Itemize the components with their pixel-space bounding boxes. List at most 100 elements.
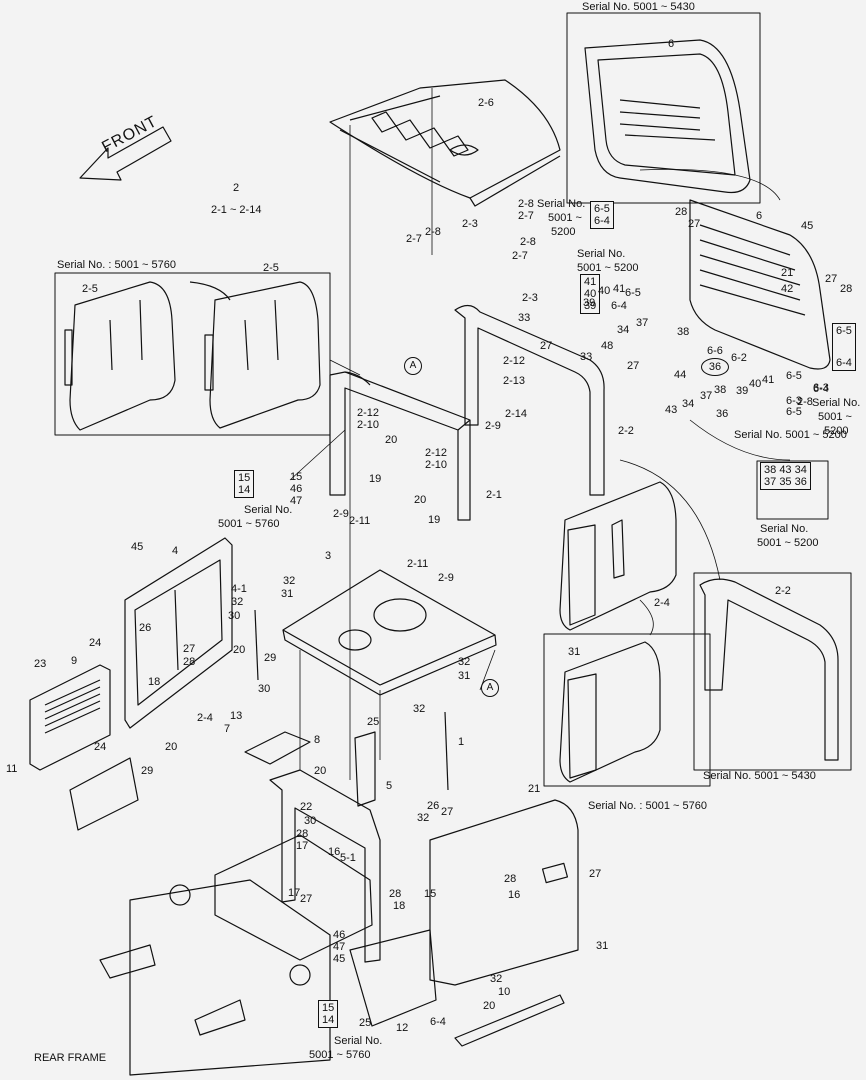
grille-9 (29, 664, 111, 771)
part-number-label: 45 (131, 541, 144, 553)
part-number-label: 28 (296, 828, 309, 840)
part-number-label: 21 (781, 267, 794, 279)
part-number-label: 37 (636, 317, 649, 329)
part-number-label: 45 (333, 953, 346, 965)
part-number-label: 31 (281, 588, 294, 600)
top-cover (329, 79, 561, 199)
part-number-label: 41 (762, 374, 775, 386)
part-number-label: 2-2 (618, 425, 634, 437)
part-number-label: 40 (598, 285, 611, 297)
part-number-label: 37 (700, 390, 713, 402)
part-number-label: 6-4 (813, 383, 829, 395)
part-number-label: 2-5 (263, 262, 279, 274)
part-number-label: 2-8 (518, 198, 534, 210)
part-number-label: 33 (580, 351, 593, 363)
inset-box-side-panel-5760 (54, 272, 331, 436)
part-number-label: 27 (441, 806, 454, 818)
callout-a: A (404, 357, 422, 375)
part-number-label: 6-5 (625, 287, 641, 299)
part-number-label: 2-8 (425, 226, 441, 238)
part-number-label: 2-9 (333, 508, 349, 520)
door-inset-top (584, 39, 751, 194)
part-number-label: 2-13 (503, 375, 526, 387)
part-number-label: 2-3 (522, 292, 538, 304)
serial-caption: Serial No. 5001 ~ 5430 (582, 1, 695, 13)
part-number-label: 38 (677, 326, 690, 338)
part-number-label: 41 (613, 283, 626, 295)
part-number-label: 33 (518, 312, 531, 324)
part-number-label: 16 (328, 846, 341, 858)
part-number-label: 29 (264, 652, 277, 664)
part-number-label: 5-1 (340, 852, 356, 864)
part-number-label: 27 (589, 868, 602, 880)
base-frame-1 (269, 769, 381, 963)
part-number-label: 2-11 (349, 515, 371, 527)
inset-box-door-5430 (566, 12, 761, 204)
part-number-label: 6-6 (707, 345, 723, 357)
part-number-label: 27 (300, 893, 313, 905)
part-number-label: 31 (568, 646, 581, 658)
serial-caption: 5001 ~ 5200 (757, 537, 819, 549)
part-number-label: 27 (627, 360, 640, 372)
plate-7 (244, 731, 311, 765)
part-number-label: 32 (458, 656, 471, 668)
part-number-label: 2-10 (425, 459, 448, 471)
side-panel-inset-b (209, 281, 321, 429)
part-number-label: 44 (674, 369, 687, 381)
part-number-label: 9 (71, 655, 78, 667)
part-number-label: 46 (290, 483, 303, 495)
part-number-label: 12 (396, 1022, 409, 1034)
part-number-label: 6-3 (813, 382, 829, 394)
part-number-label: 18 (148, 676, 161, 688)
part-number-label: 10 (498, 986, 511, 998)
part-number-label: 28 (183, 656, 196, 668)
part-number-label: 42 (781, 283, 794, 295)
plate-10 (349, 929, 437, 1027)
part-number-label: 32 (417, 812, 430, 824)
part-number-label: 6-3 (786, 395, 802, 407)
serial-caption: Serial No. 5001 ~ 5430 (703, 770, 816, 782)
part-number-label: 45 (801, 220, 814, 232)
part-number-label: 2-7 (512, 250, 528, 262)
part-number-label: 2-8 (520, 236, 536, 248)
inset-box-latch-5200 (756, 460, 829, 520)
part-number-label: 28 (840, 283, 853, 295)
rod-29a (254, 609, 259, 681)
serial-caption: 5001 ~ 5200 (577, 262, 639, 274)
part-number-label: 2-4 (197, 712, 213, 724)
rear-panel-4 (124, 537, 233, 729)
part-number-label: 8 (314, 734, 321, 746)
part-number-label: 19 (369, 473, 382, 485)
group-range-label: 2-1 ~ 2-14 (211, 204, 262, 216)
side-cover-2-4 (559, 481, 677, 631)
part-number-label: 27 (688, 218, 701, 230)
serial-caption: Serial No. (537, 198, 586, 210)
rod-29b (444, 711, 449, 791)
part-number-label: 31 (458, 670, 471, 682)
frame-2-1 (329, 371, 471, 521)
part-number-label: 25 (359, 1017, 372, 1029)
part-number-label: 2-9 (485, 420, 501, 432)
front-arrow (79, 126, 172, 181)
part-number-label: 6-5 (786, 370, 802, 382)
part-number-label: 31 (596, 940, 609, 952)
part-number-label: 22 (300, 801, 313, 813)
part-number-label: 19 (428, 514, 441, 526)
part-number-label: 36 (716, 408, 729, 420)
part-number-label: 2-6 (478, 97, 494, 109)
serial-caption: Serial No. (760, 523, 809, 535)
part-number-label: 27 (825, 273, 838, 285)
part-number-label: 39 (583, 297, 596, 309)
part-number-label: 2-12 (503, 355, 526, 367)
part-number-label: 2-8 (797, 396, 813, 408)
part-number-label: 28 (675, 206, 688, 218)
serial-caption: 5001 ~ 5760 (218, 518, 280, 530)
part-number-label: 7 (224, 723, 231, 735)
part-number-label: 2-11 (407, 558, 429, 570)
part-number-label: 1 (458, 736, 465, 748)
part-number-label: 48 (601, 340, 614, 352)
